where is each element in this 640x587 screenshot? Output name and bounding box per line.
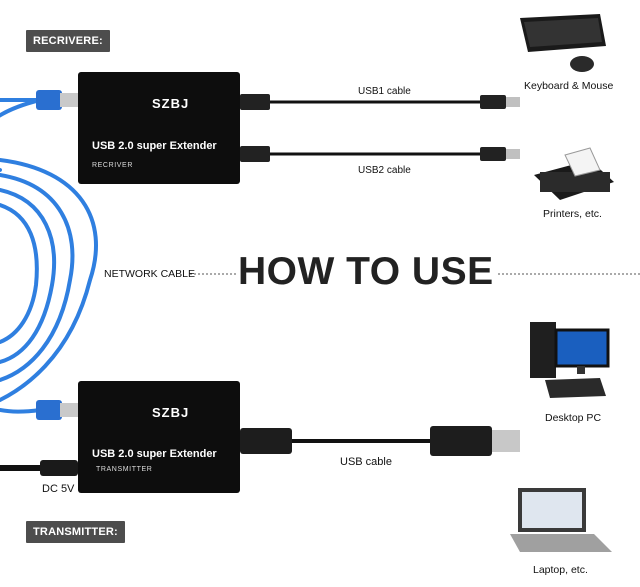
keyboard-mouse-icon	[520, 14, 606, 72]
transmitter-brand-logo: SZBJ	[152, 405, 189, 420]
desktop-pc-label: Desktop PC	[545, 412, 601, 424]
usb-cable	[240, 426, 520, 456]
transmitter-box	[78, 381, 240, 493]
network-cable-label: NETWORK CABLE	[104, 268, 195, 280]
receiver-tag: RECRIVERE:	[26, 30, 110, 52]
desktop-pc-icon	[530, 322, 608, 398]
usb2-cable	[240, 146, 520, 162]
transmitter-box-subtitle: TRANSMITTER	[96, 466, 152, 473]
transmitter-tag: TRANSMITTER:	[26, 521, 125, 543]
receiver-box-subtitle: RECRIVER	[92, 162, 133, 169]
rj45-plug-receiver	[36, 90, 80, 110]
rj45-plug-transmitter	[36, 400, 80, 420]
laptop-label: Laptop, etc.	[533, 564, 588, 576]
printer-label: Printers, etc.	[543, 208, 602, 220]
dc-5v-label: DC 5V	[42, 483, 74, 495]
dc-power-cable	[0, 460, 78, 476]
printer-icon	[534, 148, 614, 200]
usb1-cable-label: USB1 cable	[358, 86, 411, 97]
receiver-brand-logo: SZBJ	[152, 96, 189, 111]
laptop-icon	[510, 488, 612, 552]
receiver-box-title: USB 2.0 super Extender	[92, 140, 217, 152]
keyboard-mouse-label: Keyboard & Mouse	[524, 80, 613, 92]
usb-cable-label: USB cable	[340, 456, 392, 468]
transmitter-box-title: USB 2.0 super Extender	[92, 448, 217, 460]
how-to-use-headline: HOW TO USE	[238, 250, 494, 294]
usb2-cable-label: USB2 cable	[358, 165, 411, 176]
